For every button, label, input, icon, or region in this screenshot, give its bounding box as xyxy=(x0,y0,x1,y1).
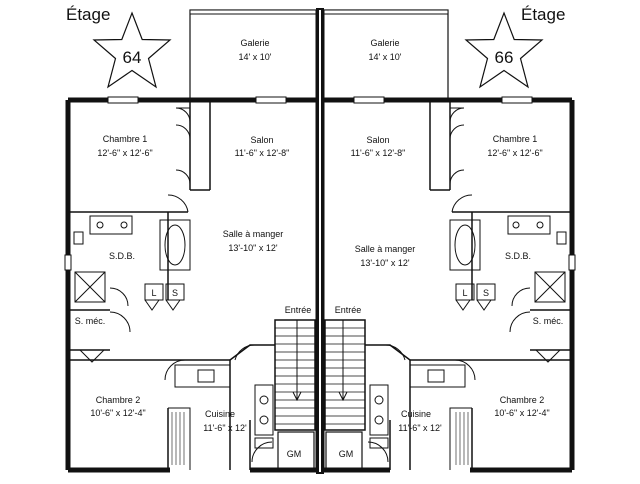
galerie-label: Galerie xyxy=(240,38,269,48)
vanity xyxy=(507,215,551,235)
unit-66: Étage 66 Galerie 14' x 10' Chambre 1 12'… xyxy=(319,5,576,473)
stove xyxy=(369,384,389,436)
sdb-label: S.D.B. xyxy=(109,251,135,261)
stove xyxy=(254,384,274,436)
chambre2-dim: 10'-6" x 12'-4" xyxy=(90,408,145,418)
salle-dim: 13'-10" x 12' xyxy=(228,243,277,253)
closet-hatching xyxy=(171,412,185,465)
stair-arrow xyxy=(338,320,348,402)
salon-label: Salon xyxy=(366,135,389,145)
salle-label: Salle à manger xyxy=(355,244,416,254)
unit-number: 66 xyxy=(495,48,514,67)
stair-treads xyxy=(325,327,365,425)
shower xyxy=(534,271,566,303)
gm-closet xyxy=(277,431,315,471)
star-icon xyxy=(92,11,172,89)
chambre2-dim: 10'-6" x 12'-4" xyxy=(494,408,549,418)
entree-label: Entrée xyxy=(285,305,312,315)
entree-label: Entrée xyxy=(335,305,362,315)
salon-dim: 11'-6" x 12'-8" xyxy=(235,148,290,158)
etage-label: Étage xyxy=(521,5,565,24)
galerie-dim: 14' x 10' xyxy=(369,52,402,62)
laundry-s xyxy=(476,283,496,301)
stair-treads xyxy=(275,327,315,425)
shower xyxy=(74,271,106,303)
salle-dim: 13'-10" x 12' xyxy=(360,258,409,268)
laundry-l-label: L xyxy=(151,288,156,298)
laundry-s xyxy=(165,283,185,301)
chambre1-dim: 12'-6" x 12'-6" xyxy=(97,148,152,158)
bathtub xyxy=(159,219,191,271)
salon-dim: 11'-6" x 12'-8" xyxy=(351,148,406,158)
interior-walls xyxy=(68,100,251,470)
salon-label: Salon xyxy=(250,135,273,145)
chambre1-label: Chambre 1 xyxy=(493,134,538,144)
smec-label: S. méc. xyxy=(75,316,106,326)
laundry-l xyxy=(144,283,164,301)
gm-label: GM xyxy=(339,449,354,459)
cuisine-dim: 11'-6" x 12' xyxy=(203,423,247,433)
unit-number: 64 xyxy=(123,48,142,67)
laundry-s-label: S xyxy=(172,288,178,298)
star-icon xyxy=(464,11,544,89)
chambre1-label: Chambre 1 xyxy=(103,134,148,144)
vanity xyxy=(89,215,133,235)
unit-64: Étage 64 Galerie 14' x 10' Chambre 1 12'… xyxy=(64,5,321,473)
staircase xyxy=(274,319,316,431)
sdb-label: S.D.B. xyxy=(505,251,531,261)
bathtub xyxy=(449,219,481,271)
galerie-label: Galerie xyxy=(370,38,399,48)
gm-closet xyxy=(325,431,363,471)
chambre2-label: Chambre 2 xyxy=(96,395,141,405)
smec-label: S. méc. xyxy=(533,316,564,326)
staircase xyxy=(324,319,366,431)
closet-hatching xyxy=(455,412,469,465)
kitchen-sink xyxy=(197,369,215,383)
etage-label: Étage xyxy=(66,5,110,24)
kitchen-counter xyxy=(409,364,466,388)
chambre1-dim: 12'-6" x 12'-6" xyxy=(487,148,542,158)
gm-label: GM xyxy=(287,449,302,459)
salle-label: Salle à manger xyxy=(223,229,284,239)
cuisine-label: Cuisine xyxy=(401,409,431,419)
kitchen-counter xyxy=(174,364,231,388)
laundry-l xyxy=(455,283,475,301)
stair-arrow xyxy=(292,320,302,402)
laundry-l-label: L xyxy=(462,288,467,298)
cuisine-label: Cuisine xyxy=(205,409,235,419)
kitchen-sink xyxy=(427,369,445,383)
galerie-dim: 14' x 10' xyxy=(239,52,272,62)
laundry-s-label: S xyxy=(483,288,489,298)
interior-walls xyxy=(389,100,572,470)
chambre2-label: Chambre 2 xyxy=(500,395,545,405)
cuisine-dim: 11'-6" x 12' xyxy=(398,423,442,433)
